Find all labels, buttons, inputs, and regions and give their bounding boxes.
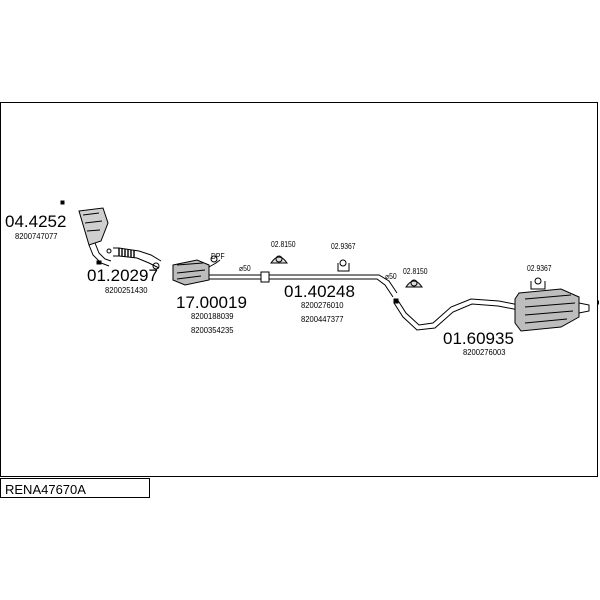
dpf-label: DPF xyxy=(211,252,225,261)
oem-number-front-pipe: 8200251430 xyxy=(105,285,148,295)
oem-number-catalyst: 8200747077 xyxy=(15,231,58,241)
diameter-label-2: ⌀50 xyxy=(385,272,397,281)
intermediate-pipe-drawing xyxy=(260,255,599,305)
part-number-dpf: 17.00019 xyxy=(176,293,247,312)
hanger-label-a: 02.8150 xyxy=(271,240,296,249)
part-number-rear-silencer: 01.60935 xyxy=(443,329,514,348)
hanger-label-c: 02.8150 xyxy=(403,267,428,276)
diameter-label-1: ⌀50 xyxy=(239,264,251,273)
catalytic-converter-drawing xyxy=(60,200,112,267)
part-number-catalyst: 04.4252 xyxy=(5,212,67,231)
hanger-label-b: 02.9367 xyxy=(331,242,356,251)
oem-number-dpf-2: 8200354235 xyxy=(191,325,234,335)
oem-number-intermediate-1: 8200276010 xyxy=(301,300,344,310)
dpf-drawing xyxy=(172,255,261,286)
front-pipe-drawing xyxy=(106,247,162,270)
oem-number-rear-silencer: 8200276003 xyxy=(463,347,506,357)
part-number-intermediate-pipe: 01.40248 xyxy=(284,282,355,301)
exhaust-system-drawing xyxy=(60,200,599,332)
diagram-frame: 04.4252 8200747077 01.20297 8200251430 1… xyxy=(0,102,599,477)
part-number-front-pipe: 01.20297 xyxy=(87,266,158,285)
reference-code: RENA47670A xyxy=(5,482,86,497)
reference-box: RENA47670A xyxy=(0,478,150,498)
rear-silencer-drawing xyxy=(393,277,590,332)
oem-number-intermediate-2: 8200447377 xyxy=(301,314,344,324)
oem-number-dpf-1: 8200188039 xyxy=(191,311,234,321)
hanger-label-d: 02.9367 xyxy=(527,264,552,273)
